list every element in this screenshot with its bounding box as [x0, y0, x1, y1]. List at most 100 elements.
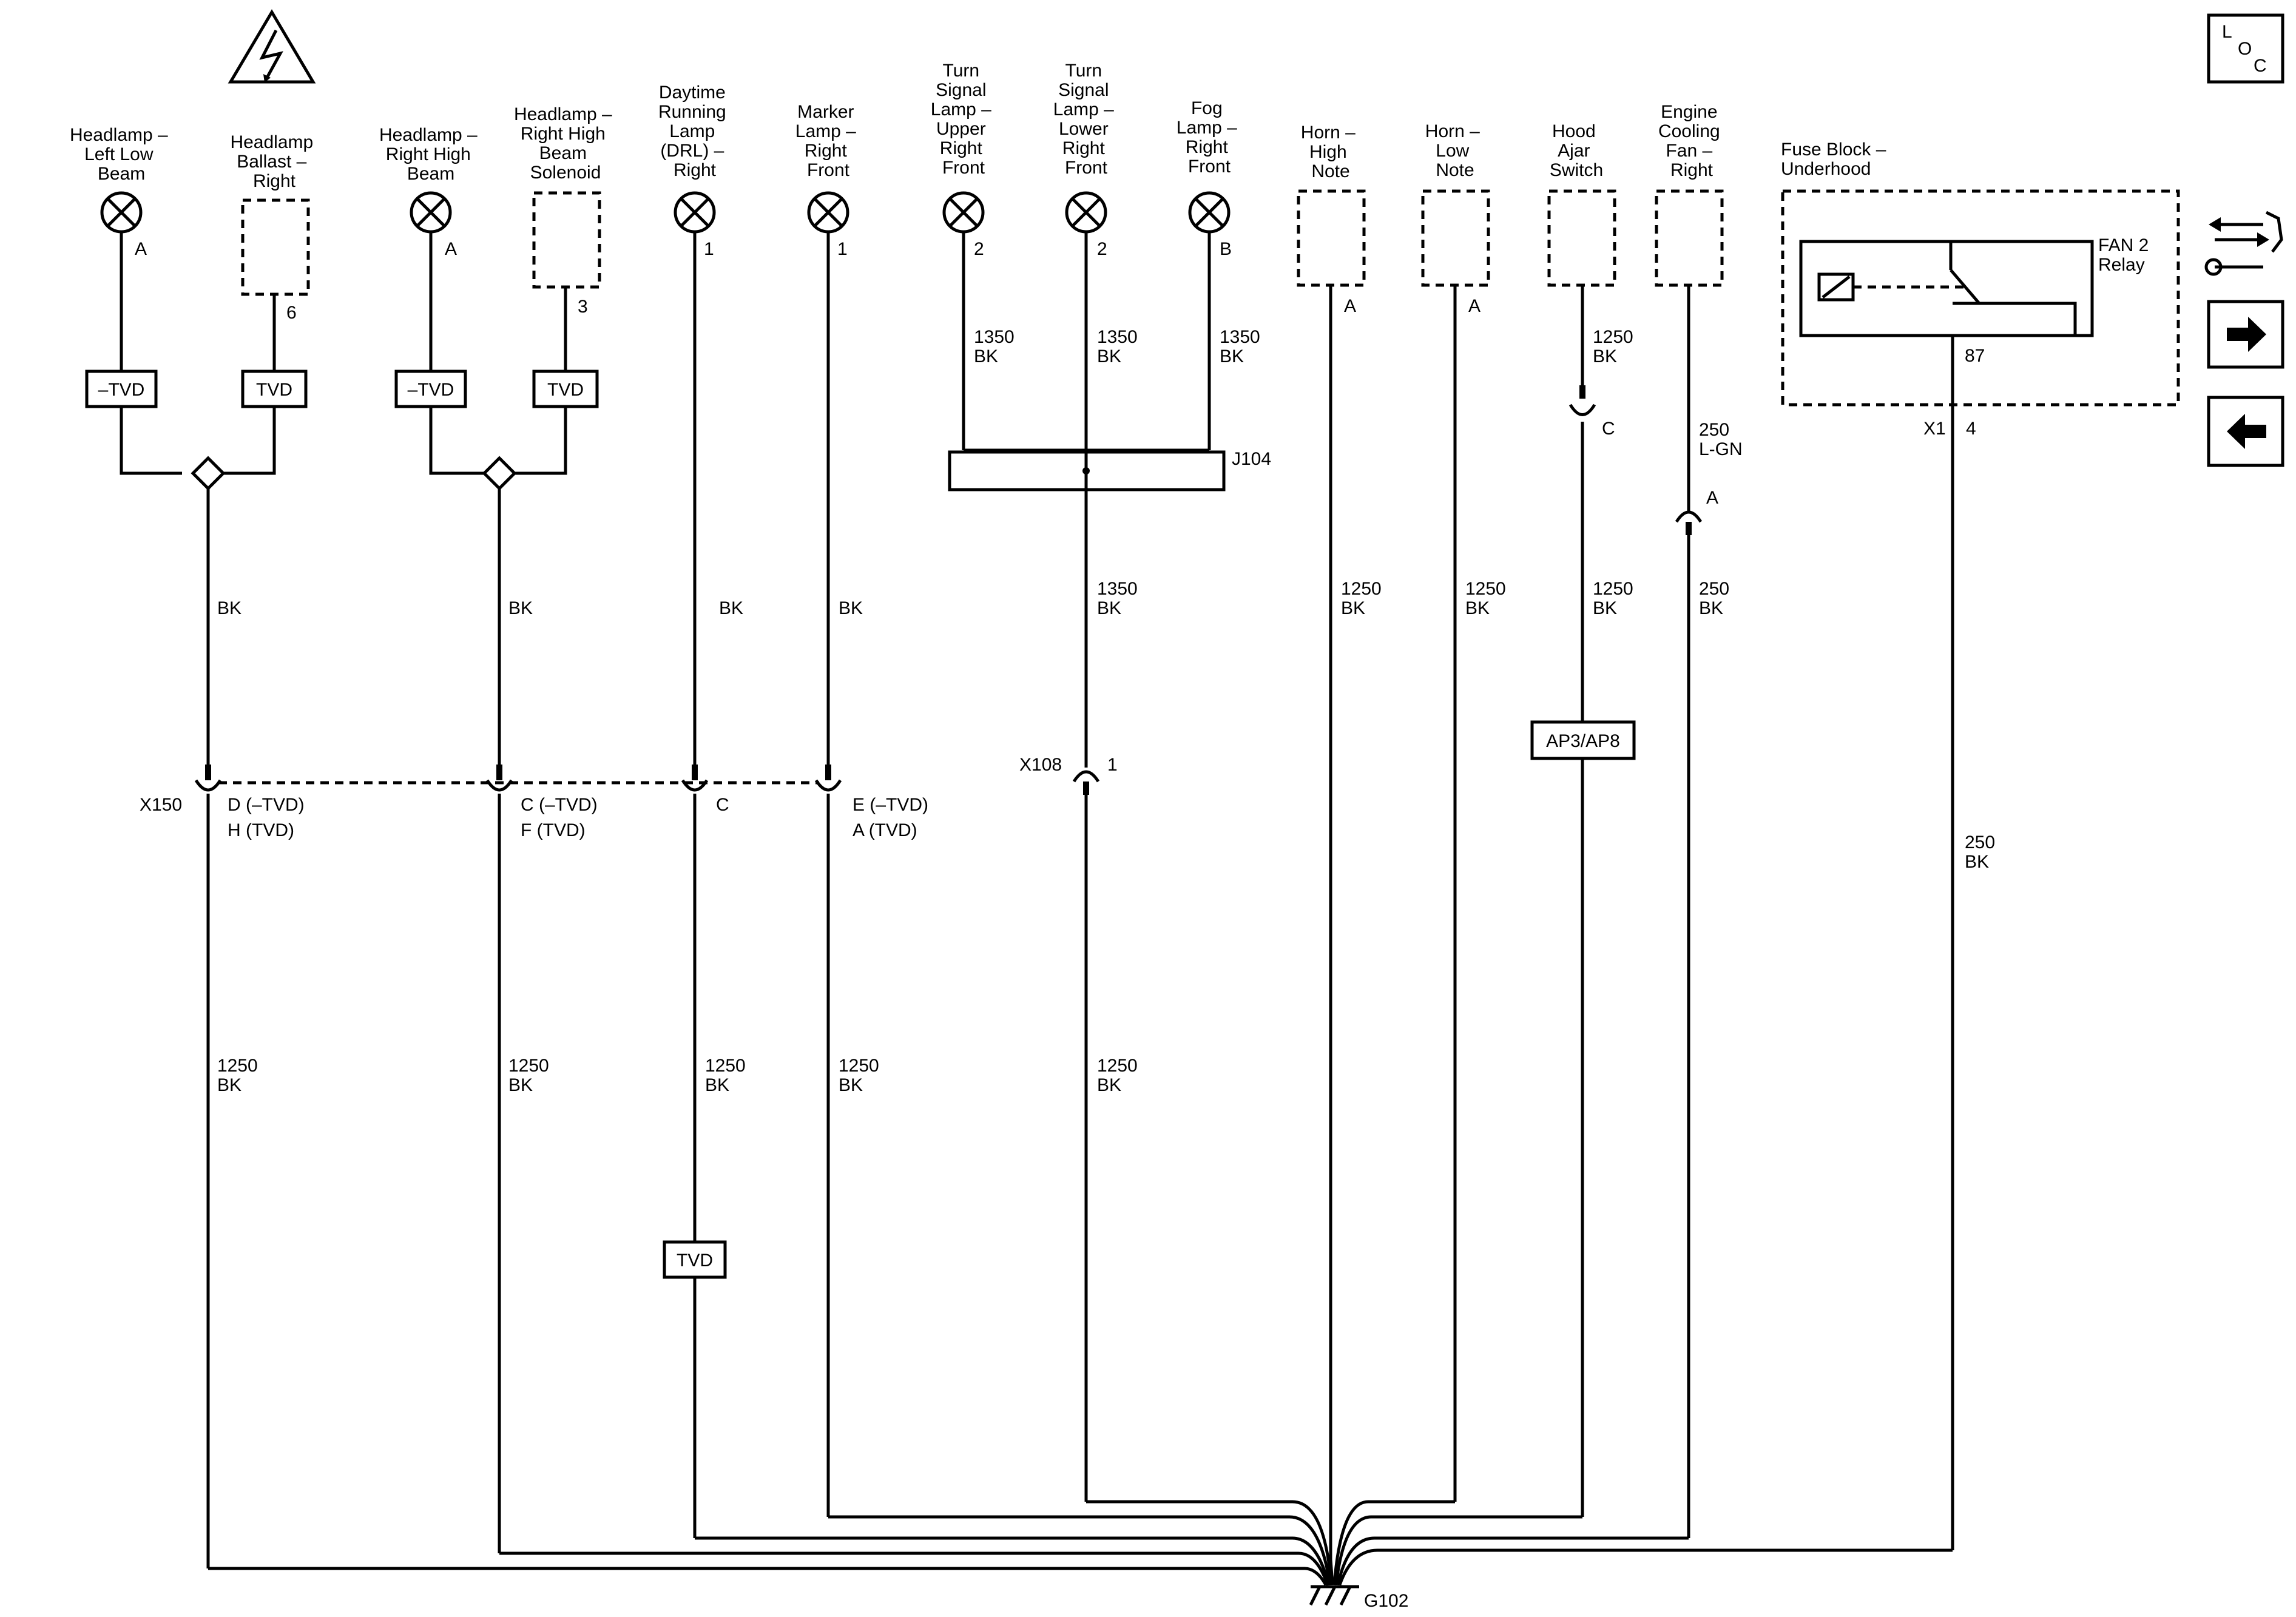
x150-connector: X150 D (–TVD) H (TVD) C (–TVD) F (TVD) C… [140, 765, 928, 840]
wire-label: 1250 [217, 1056, 258, 1076]
label-headlamp-right-high: Headlamp – Right High Beam [379, 125, 482, 184]
x150-pin-c: C (–TVD) [521, 795, 598, 815]
component-labels: Headlamp – Left Low Beam Headlamp Ballas… [70, 61, 1886, 191]
neg-tvd-label: –TVD [408, 380, 454, 400]
wire-label: Turn [943, 61, 980, 81]
x150-pin-f: F (TVD) [521, 820, 586, 840]
wire-label: Lamp [669, 121, 715, 141]
pin-label: A [1468, 296, 1481, 316]
wire-label: BK [1097, 1075, 1121, 1095]
wire-label: 1250 [1593, 327, 1633, 347]
wire-label: Daytime [659, 83, 726, 103]
wire-label: BK [1097, 346, 1121, 366]
label-solenoid: Headlamp – Right High Beam Solenoid [514, 104, 617, 183]
label-cooling-fan: Engine Cooling Fan – Right [1658, 102, 1725, 180]
label-horn-low: Horn – Low Note [1425, 121, 1485, 180]
j104-splice-pack: J104 [948, 448, 1271, 491]
wire-label: Left Low [84, 144, 154, 164]
wire-label: BK [719, 598, 743, 618]
wire-label: Right [805, 141, 848, 161]
wire-label: Fuse Block – [1781, 140, 1886, 160]
cooling-fan-box [1655, 189, 1724, 287]
wire-label: Low [1436, 141, 1469, 161]
wire-label: Switch [1550, 160, 1603, 180]
fuse-block-box [1781, 189, 2180, 407]
wire-label: BK [974, 346, 998, 366]
pin-label: A [135, 239, 147, 259]
wire-label: Right [674, 160, 717, 180]
wire-label: Turn [1065, 61, 1102, 81]
wire-label: BK [1699, 598, 1723, 618]
x150-pin-d: D (–TVD) [228, 795, 305, 815]
wire-label: Signal [936, 80, 986, 100]
label-drl: Daytime Running Lamp (DRL) – Right [658, 83, 731, 180]
lamp-icon [410, 191, 452, 234]
wire-label: Right [253, 171, 296, 191]
ballast-box [241, 198, 310, 296]
wire-label: High [1309, 142, 1347, 162]
wire-label: 1250 [705, 1056, 746, 1076]
pin-label: 1 [704, 239, 714, 259]
wire-label: BK [508, 598, 533, 618]
wire-label: Headlamp – [70, 125, 168, 145]
pin-label: 1 [837, 239, 848, 259]
tvd-boxes: –TVD TVD –TVD TVD TVD AP3/AP8 [85, 370, 1636, 1279]
horn-low-box [1421, 189, 1490, 287]
lamp-icon [942, 191, 985, 234]
wire-label: Upper [936, 119, 986, 139]
wire-label: 250 [1699, 420, 1729, 440]
wire-label: BK [508, 1075, 533, 1095]
wire-label: Right High [521, 124, 606, 144]
x150-pin-c2: C [716, 795, 729, 815]
wire-label: BK [217, 1075, 241, 1095]
wire-label: 250 [1699, 579, 1729, 599]
label-fog: Fog Lamp – Right Front [1177, 98, 1242, 177]
wire-label: BK [839, 598, 863, 618]
x108-pin: 1 [1107, 755, 1118, 775]
wire-label: 1350 [1097, 327, 1138, 347]
wire-label: Lamp – [931, 100, 991, 120]
wire-label: Right High [386, 144, 471, 164]
lightning-warning-icon [228, 9, 316, 84]
pin-label: A [445, 239, 457, 259]
x1-label: X1 [1923, 419, 1946, 439]
fan2-relay: FAN 2 Relay 87 [1799, 235, 2149, 366]
wire-label: 1350 [1220, 327, 1260, 347]
wire-label: BK [217, 598, 241, 618]
pin-label: 6 [286, 303, 297, 323]
wires [120, 232, 1954, 1568]
label-turn-upper: Turn Signal Lamp – Upper Right Front [931, 61, 996, 178]
connector-wrench-icon[interactable] [2204, 211, 2283, 276]
tvd-label: TVD [547, 380, 584, 400]
wire-label: 1250 [1593, 579, 1633, 599]
wire-label: Beam [539, 143, 587, 163]
inline-connectors: C A [1568, 385, 1718, 535]
relay-label-line1: FAN 2 [2098, 235, 2149, 255]
wire-label: BK [1465, 598, 1490, 618]
wire-label: Engine [1661, 102, 1717, 122]
wire-label: Headlamp – [514, 104, 612, 124]
label-turn-lower: Turn Signal Lamp – Lower Right Front [1053, 61, 1119, 178]
location-icon[interactable]: L O C [2207, 13, 2284, 84]
tvd-label: TVD [677, 1251, 713, 1271]
g102-label: G102 [1364, 1591, 1408, 1611]
wire-label: Horn – [1425, 121, 1480, 141]
tvd-label: TVD [256, 380, 292, 400]
lamp-symbols [100, 191, 1231, 234]
arrow-right-icon[interactable] [2207, 300, 2284, 369]
arrow-left-icon[interactable] [2207, 396, 2284, 467]
x108-connector: X108 1 [1019, 755, 1118, 795]
wire-label: BK [1220, 346, 1244, 366]
fan-pin-a: A [1706, 488, 1718, 508]
lamp-icon [100, 191, 143, 234]
splice-diamonds [191, 456, 517, 491]
wire-label: Right [1670, 160, 1714, 180]
wire-label: Lower [1059, 119, 1109, 139]
j104-label: J104 [1232, 449, 1271, 469]
wire-label: Front [807, 160, 850, 180]
wire-label: Headlamp – [379, 125, 478, 145]
pin-label: 3 [578, 297, 588, 317]
label-hood-ajar: Hood Ajar Switch [1550, 121, 1603, 180]
